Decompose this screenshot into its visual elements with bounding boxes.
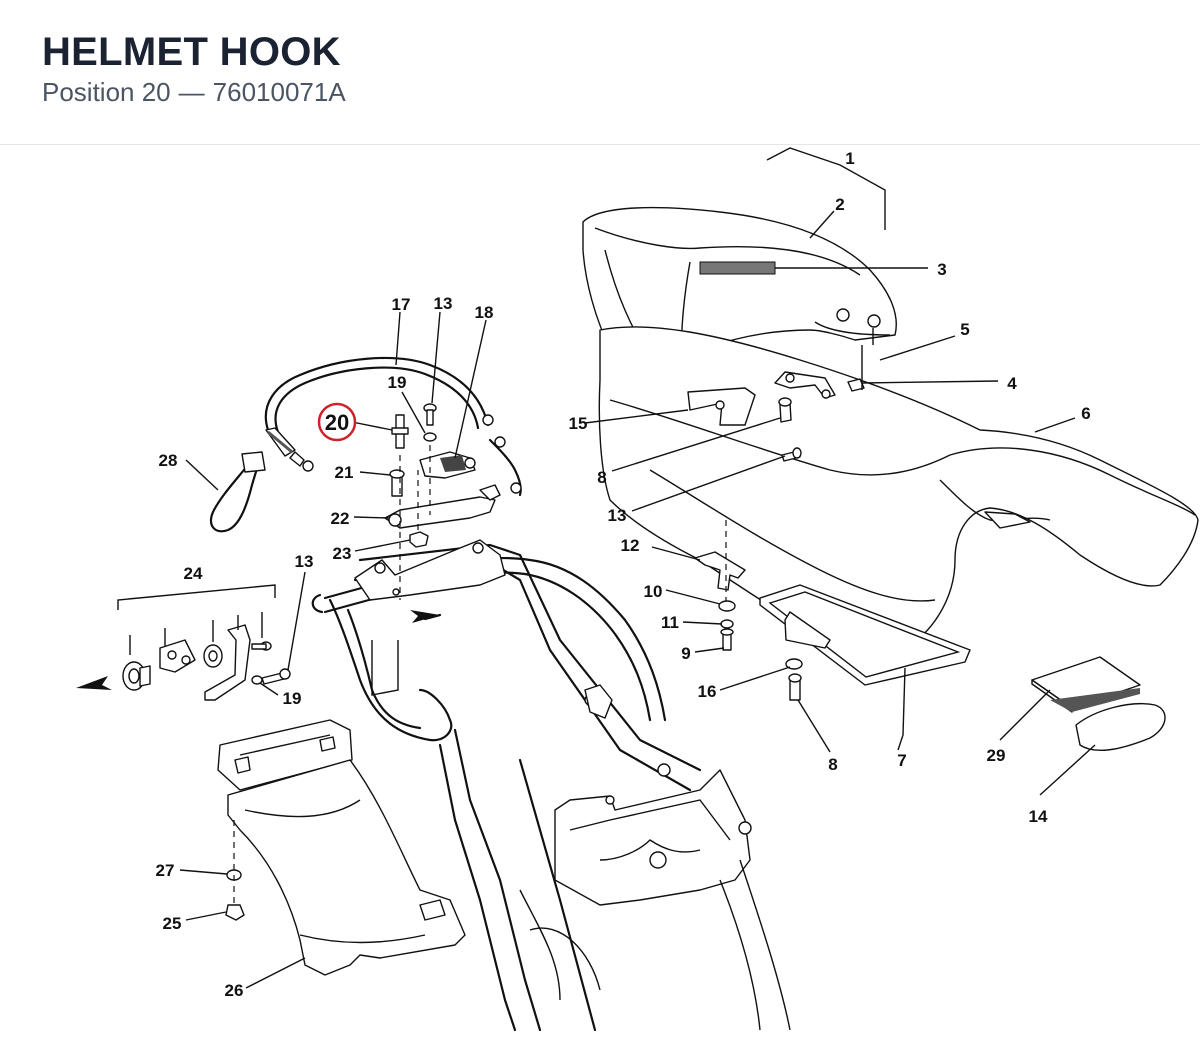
cowl-badge	[699, 261, 776, 275]
callout-6: 6	[1081, 404, 1090, 423]
callout-14: 14	[1029, 807, 1048, 826]
group-bracket-1	[766, 147, 886, 230]
seat-pan	[759, 584, 971, 686]
callout-4: 4	[1007, 374, 1017, 393]
callout-23: 23	[333, 544, 352, 563]
rear-seat	[598, 326, 1199, 651]
callout-16: 16	[698, 682, 717, 701]
under-tray	[217, 719, 466, 976]
callout-28: 28	[159, 451, 178, 470]
highlight-ring	[317, 402, 357, 442]
callout-20-highlighted: 20	[325, 410, 349, 435]
callout-1: 1	[845, 149, 854, 168]
callout-19a: 19	[388, 373, 407, 392]
spare-parts	[1031, 656, 1166, 751]
callout-21: 21	[335, 463, 354, 482]
callout-3: 3	[937, 260, 946, 279]
separator: —	[178, 77, 205, 107]
lock-front-arrow-icon	[76, 676, 112, 690]
callout-25: 25	[163, 914, 182, 933]
callout-7: 7	[897, 751, 906, 770]
callout-5: 5	[960, 320, 969, 339]
callout-10: 10	[644, 582, 663, 601]
callout-13c: 13	[295, 552, 314, 571]
callout-17: 17	[392, 295, 411, 314]
helmet-cable	[264, 356, 522, 497]
callout-labels: 1 2 3 4 5 6 7 8 8 8 9 10 11 12 13 13 13 …	[156, 149, 1091, 1000]
page-title: HELMET HOOK	[42, 30, 341, 74]
callout-11: 11	[661, 613, 679, 632]
callout-8a: 8	[597, 468, 606, 487]
callout-22: 22	[331, 509, 350, 528]
callout-24: 24	[184, 564, 203, 583]
callout-29: 29	[987, 746, 1006, 765]
part-number: 76010071A	[212, 77, 346, 107]
position-label: Position 20	[42, 77, 171, 107]
callout-13a: 13	[608, 506, 627, 525]
exploded-parts-diagram: 1 2 3 4 5 6 7 8 8 8 9 10 11 12 13 13 13 …	[0, 145, 1200, 1044]
front-arrow-icon	[410, 610, 440, 623]
callout-8b: 8	[828, 755, 837, 774]
callout-27: 27	[156, 861, 175, 880]
leader-lines	[179, 210, 1096, 989]
callout-12: 12	[621, 536, 640, 555]
callout-18: 18	[475, 303, 494, 322]
callout-19b: 19	[283, 689, 302, 708]
callout-9: 9	[681, 644, 690, 663]
callout-26: 26	[225, 981, 244, 1000]
cable-loop	[209, 451, 266, 533]
page-subtitle: Position 20—76010071A	[42, 77, 346, 108]
rear-subframe	[311, 539, 791, 1032]
page-header: HELMET HOOK Position 20—76010071A	[0, 0, 1200, 145]
seat-lock-assembly	[76, 584, 291, 701]
callout-2: 2	[835, 195, 844, 214]
helmet-hook-assembly	[384, 403, 501, 600]
callout-15: 15	[569, 414, 588, 433]
callout-13b: 13	[434, 294, 453, 313]
